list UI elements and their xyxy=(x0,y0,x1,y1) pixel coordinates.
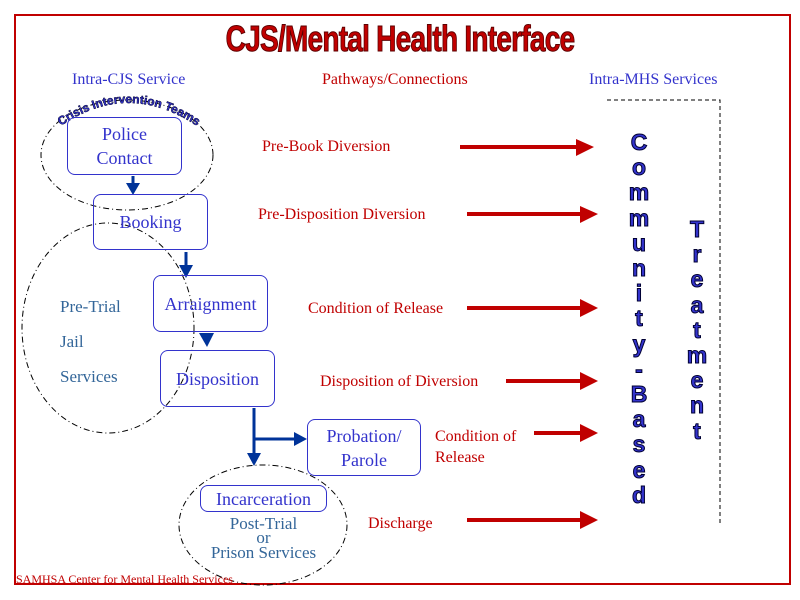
posttrial-services-label: Post-Trial or Prison Services xyxy=(200,515,327,561)
police-contact-line1: Police xyxy=(102,124,147,144)
treatment-letter: a xyxy=(690,291,704,318)
footer-credit: SAMHSA Center for Mental Health Services xyxy=(16,572,233,586)
pretrial-label-line3: Services xyxy=(60,367,118,386)
pretrial-label-line1: Pre-Trial xyxy=(60,297,121,316)
community-based-letter: m xyxy=(628,179,650,206)
treatment-letter: m xyxy=(686,342,708,369)
community-based-letter: a xyxy=(632,406,646,433)
arraignment-label: Arraignment xyxy=(164,293,257,314)
community-based-letter: s xyxy=(632,431,646,458)
posttrial-ellipse xyxy=(178,464,348,586)
incarceration-label: Incarceration xyxy=(216,488,311,509)
column-header-cjs: Intra-CJS Service xyxy=(72,71,186,88)
police-contact-line2: Contact xyxy=(96,148,153,168)
probation-label: Probation/ xyxy=(326,425,402,446)
pathway-arrow-discharge xyxy=(467,511,598,529)
probation-parole-box[interactable]: Probation/ Parole xyxy=(307,419,421,476)
community-based-letter: u xyxy=(631,229,647,256)
flow-arrow-arraignment-to-disposition xyxy=(199,333,214,347)
pathway-arrow-condition-release-1 xyxy=(467,299,598,317)
police-contact-box[interactable]: Police Contact xyxy=(67,117,182,175)
pathway-label-condition-release-2-line2: Release xyxy=(435,449,485,466)
mhs-bracket xyxy=(607,99,721,526)
column-header-pathways: Pathways/Connections xyxy=(322,71,468,88)
booking-box[interactable]: Booking xyxy=(93,194,208,250)
diagram-frame xyxy=(14,14,791,585)
flow-arrow-police-to-booking xyxy=(126,176,140,195)
treatment-letter: e xyxy=(690,266,704,293)
pathway-arrow-disposition-diversion xyxy=(506,372,598,390)
community-based-letter: i xyxy=(635,280,643,307)
treatment-letter: t xyxy=(693,417,702,444)
incarceration-box[interactable]: Incarceration xyxy=(200,485,327,512)
column-header-mhs: Intra-MHS Services xyxy=(589,71,718,88)
posttrial-line3: Prison Services xyxy=(210,543,317,562)
pathway-label-condition-release-1: Condition of Release xyxy=(308,300,444,317)
parole-label: Parole xyxy=(341,449,387,470)
community-based-letter: t xyxy=(635,305,644,332)
pathway-label-disposition-diversion: Disposition of Diversion xyxy=(320,373,479,390)
community-based-letter: e xyxy=(632,456,646,483)
treatment-letter: r xyxy=(692,241,702,268)
crisis-intervention-ellipse xyxy=(40,99,214,211)
page-title: CJS/Mental Health Interface xyxy=(225,18,575,60)
treatment-letter: T xyxy=(689,216,705,242)
community-based-letter: m xyxy=(628,204,650,231)
community-based-letter: - xyxy=(635,355,644,382)
treatment-letter: n xyxy=(689,392,705,419)
flow-arrow-disposition-to-probation-incarceration xyxy=(247,408,307,466)
community-based-letter: o xyxy=(631,154,647,181)
community-based-letter: d xyxy=(631,481,647,508)
flow-arrow-booking-to-arraignment xyxy=(179,252,193,278)
pathway-arrow-pre-book xyxy=(460,139,594,156)
posttrial-line1: Post-Trial xyxy=(229,514,298,533)
disposition-label: Disposition xyxy=(175,368,259,389)
pretrial-label-line2: Jail xyxy=(60,332,84,351)
community-based-letter: B xyxy=(630,381,648,408)
pathway-arrow-pre-disposition xyxy=(467,206,598,223)
booking-label: Booking xyxy=(119,212,182,232)
treatment-letter: e xyxy=(690,367,704,394)
arraignment-box[interactable]: Arraignment xyxy=(153,275,268,332)
community-based-letter: y xyxy=(632,330,646,357)
community-based-letter: n xyxy=(631,255,647,282)
pretrial-ellipse xyxy=(21,222,195,434)
pathway-label-pre-book: Pre-Book Diversion xyxy=(262,138,391,155)
pathway-arrow-condition-release-2 xyxy=(534,424,598,442)
disposition-box[interactable]: Disposition xyxy=(160,350,275,407)
treatment-letter: t xyxy=(693,316,702,343)
posttrial-line2: or xyxy=(256,528,271,547)
pathway-label-condition-release-2-line1: Condition of xyxy=(435,428,517,445)
pathway-label-discharge: Discharge xyxy=(368,515,433,532)
community-based-letter: C xyxy=(630,129,648,155)
pathway-label-pre-disposition: Pre-Disposition Diversion xyxy=(258,206,426,223)
